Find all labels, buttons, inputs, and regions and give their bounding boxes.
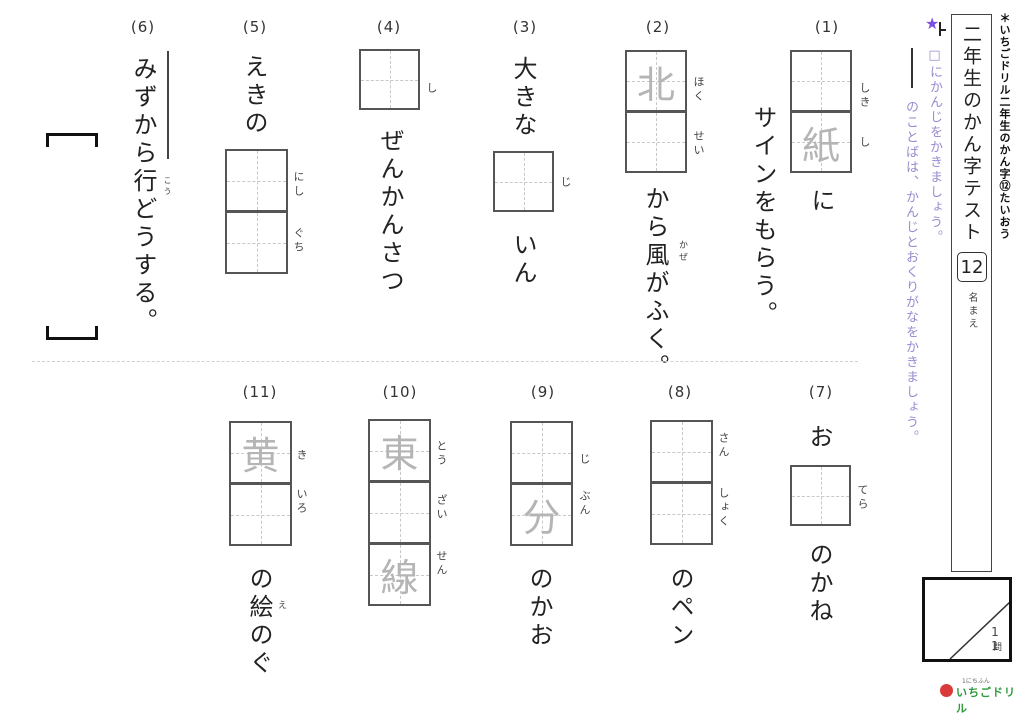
question-text-4-after: ぜんかんさつ	[376, 128, 404, 296]
logo: 1にちふん いちごドリル	[940, 676, 1020, 715]
answer-cell-5b[interactable]	[225, 211, 288, 274]
ruby-10b: ざい	[435, 494, 448, 522]
ghost-kanji: 線	[380, 556, 419, 600]
page-title: 二年生のかん字テスト	[960, 24, 982, 244]
question-number-2: (2)	[645, 18, 671, 36]
underline-mark-icon	[911, 48, 913, 88]
answer-cell-7a[interactable]	[790, 465, 851, 526]
answer-cell-9b[interactable]: 分	[510, 483, 573, 546]
ruby-2-kaze: かぜ	[677, 240, 687, 264]
question-text-8-after: のペン	[666, 566, 694, 650]
question-number-9: (9)	[530, 383, 556, 401]
question-text-3-before: 大きな	[509, 56, 537, 140]
question-text-11-after: の絵のぐ	[245, 566, 273, 678]
question-text-2-after: から風がふく。	[641, 186, 669, 382]
ruby-1b: し	[858, 136, 871, 150]
question-text-9-after: のかお	[525, 566, 553, 650]
section-divider	[32, 361, 858, 362]
name-label: 名まえ	[966, 292, 977, 331]
question-text-7-after: のかね	[805, 542, 833, 626]
ruby-4a: し	[425, 82, 438, 96]
ghost-kanji: 分	[522, 496, 561, 540]
question-number-10: (10)	[382, 383, 418, 401]
series-label: ＊いちごドリル二年生のかん字⑫たいおう	[998, 12, 1011, 240]
ruby-9b: ぶん	[578, 490, 591, 518]
answer-cell-10c[interactable]: 線	[368, 543, 431, 606]
ghost-kanji: 紙	[801, 123, 840, 168]
ruby-2a: ほく	[692, 76, 705, 104]
question-text-6-sentence: みずから行どうする。	[129, 56, 157, 336]
ruby-2b: せい	[692, 130, 705, 158]
answer-cell-4a[interactable]	[359, 49, 420, 110]
score-slash-icon	[949, 601, 1009, 659]
logo-name: いちごドリル	[956, 686, 1016, 715]
score-total: 11	[988, 625, 1002, 653]
star-icon: ★	[925, 14, 940, 33]
ruby-8a: さん	[717, 432, 730, 460]
answer-field-6[interactable]	[46, 147, 98, 327]
score-unit: 問	[991, 642, 1001, 654]
underline-mark	[167, 51, 169, 159]
instruction-2: のことばは、かんじとおくりがなをかきましょう。	[903, 100, 918, 445]
answer-cell-5a[interactable]	[225, 149, 288, 212]
question-text-1-sentence: サインをもらう。	[749, 105, 777, 329]
answer-cell-3a[interactable]	[493, 151, 554, 212]
question-number-7: (7)	[808, 383, 834, 401]
score-box[interactable]: 11 問	[922, 577, 1012, 662]
answer-cell-10a[interactable]: 東	[368, 419, 431, 482]
instruction-1: □にかんじをかきましょう。	[927, 48, 942, 245]
test-number-badge: 12	[957, 252, 987, 282]
ghost-kanji: 黄	[241, 434, 280, 478]
answer-cell-8b[interactable]	[650, 482, 713, 545]
logo-small-text: 1にちふん	[962, 678, 990, 685]
question-number-6: (6)	[130, 18, 156, 36]
answer-cell-11b[interactable]	[229, 483, 292, 546]
ruby-5a: にし	[292, 171, 305, 199]
question-text-1-after: に	[807, 188, 835, 216]
ruby-11-e: え	[276, 600, 286, 612]
ruby-9a: じ	[578, 453, 591, 467]
answer-cell-11a[interactable]: 黄	[229, 421, 292, 484]
ruby-1a: しき	[858, 82, 871, 110]
ruby-5b: ぐち	[292, 227, 305, 255]
ruby-6-kou: こう	[163, 176, 172, 198]
question-number-8: (8)	[667, 383, 693, 401]
question-number-5: (5)	[242, 18, 268, 36]
answer-cell-1a[interactable]	[790, 50, 852, 112]
ruby-11b: いろ	[295, 488, 308, 516]
ghost-kanji: 北	[636, 62, 675, 107]
answer-cell-1b[interactable]: 紙	[790, 111, 852, 173]
pointer-mark-tick-icon	[940, 29, 946, 31]
question-text-5-before: えきの	[240, 54, 268, 138]
answer-bracket-top	[46, 133, 98, 147]
ruby-7a: てら	[856, 484, 869, 512]
answer-bracket-bottom	[46, 326, 98, 340]
ruby-10c: せん	[435, 550, 448, 578]
answer-cell-8a[interactable]	[650, 420, 713, 483]
question-number-4: (4)	[376, 18, 402, 36]
ruby-11a: き	[295, 449, 308, 463]
answer-cell-2a[interactable]: 北	[625, 50, 687, 112]
answer-cell-2b[interactable]	[625, 111, 687, 173]
answer-cell-10b[interactable]	[368, 481, 431, 544]
question-text-3-after: いん	[509, 232, 537, 288]
ruby-10a: とう	[435, 440, 448, 468]
name-field[interactable]	[953, 312, 990, 570]
question-number-11: (11)	[242, 383, 278, 401]
question-number-1: (1)	[814, 18, 840, 36]
question-number-3: (3)	[512, 18, 538, 36]
ruby-8b: しょく	[717, 487, 730, 529]
question-text-7-before: お	[805, 424, 833, 452]
ruby-3a: じ	[559, 176, 572, 190]
title-box	[951, 14, 992, 572]
strawberry-icon	[940, 684, 953, 697]
answer-cell-9a[interactable]	[510, 421, 573, 484]
ghost-kanji: 東	[380, 432, 419, 476]
